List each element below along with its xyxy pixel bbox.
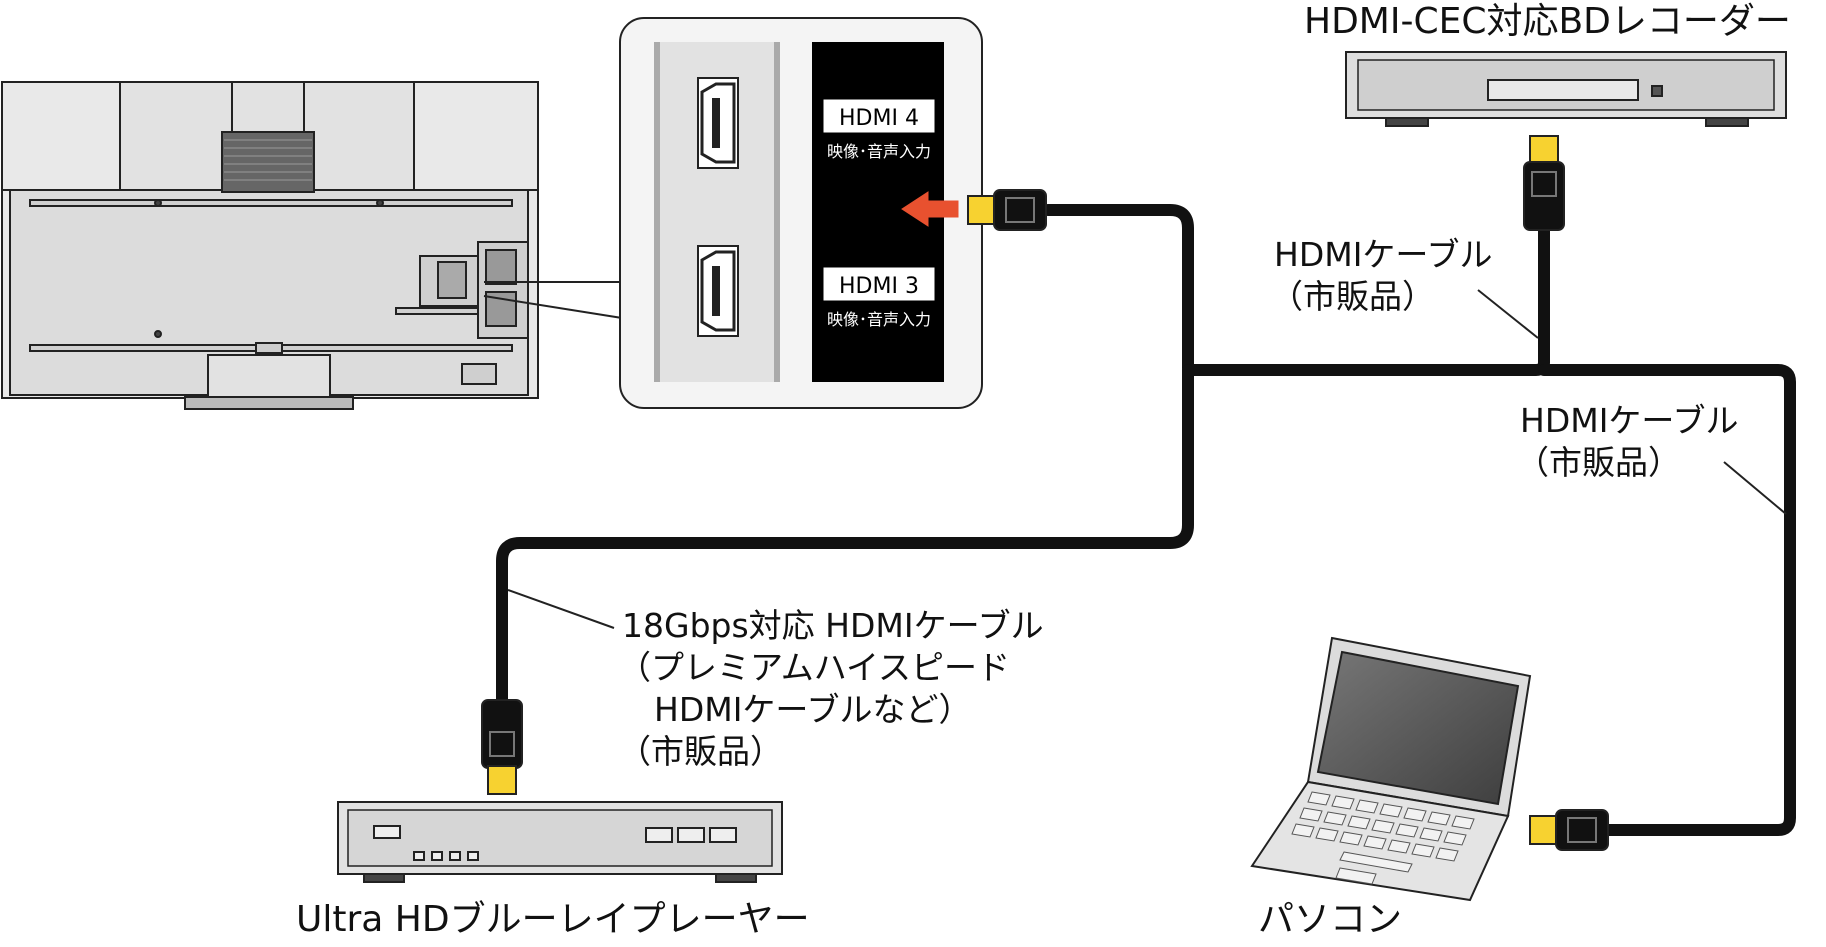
hdmi-socket-lower-icon <box>697 245 739 337</box>
hdmi-plug-recorder-icon <box>1523 135 1565 231</box>
laptop-pc-device <box>1250 636 1532 902</box>
pc-cable-label-line2: （市販品） <box>1516 443 1681 482</box>
uhd-cable-label-line2: （プレミアムハイスピード <box>618 648 1011 687</box>
hdmi-plug-pc-icon <box>1529 809 1609 851</box>
recorder-cable-label-line1: HDMIケーブル <box>1274 235 1493 274</box>
label-leader-lines <box>507 289 1787 629</box>
port-upper-caption: 映像･音声入力 <box>827 142 931 161</box>
hdmi-plug-tv-icon <box>967 189 1047 231</box>
pc-cable <box>1538 364 1796 836</box>
bd-recorder-label: HDMI-CEC対応BDレコーダー <box>1304 1 1791 42</box>
uhd-cable-label-line4: （市販品） <box>618 732 783 771</box>
uhd-cable-label-line3: HDMIケーブルなど） <box>654 690 972 729</box>
port-upper-name: HDMI 4 <box>839 106 919 131</box>
recorder-cable-label-line2: （市販品） <box>1270 277 1435 316</box>
bd-recorder-device <box>1345 51 1787 127</box>
uhd-player-label: Ultra HDブルーレイプレーヤー <box>296 899 810 940</box>
uhd-cable <box>496 364 1194 706</box>
pc-cable-label-line1: HDMIケーブル <box>1520 401 1739 440</box>
hdmi-plug-uhd-icon <box>481 699 523 795</box>
insert-arrow-icon <box>901 191 959 227</box>
hdmi-cables <box>496 204 1796 836</box>
hdmi-socket-upper-icon <box>697 77 739 169</box>
hdmi-port-panel: HDMI 4 映像･音声入力 HDMI 3 映像･音声入力 <box>619 17 983 409</box>
port-lower-caption: 映像･音声入力 <box>827 310 931 329</box>
port-lower-name: HDMI 3 <box>839 274 919 299</box>
uhd-cable-label-line1: 18Gbps対応 HDMIケーブル <box>622 606 1044 645</box>
uhd-player-device <box>337 801 783 883</box>
pc-label: パソコン <box>1258 899 1403 940</box>
callout-lines <box>483 281 623 319</box>
tv-rear-view <box>1 81 539 410</box>
